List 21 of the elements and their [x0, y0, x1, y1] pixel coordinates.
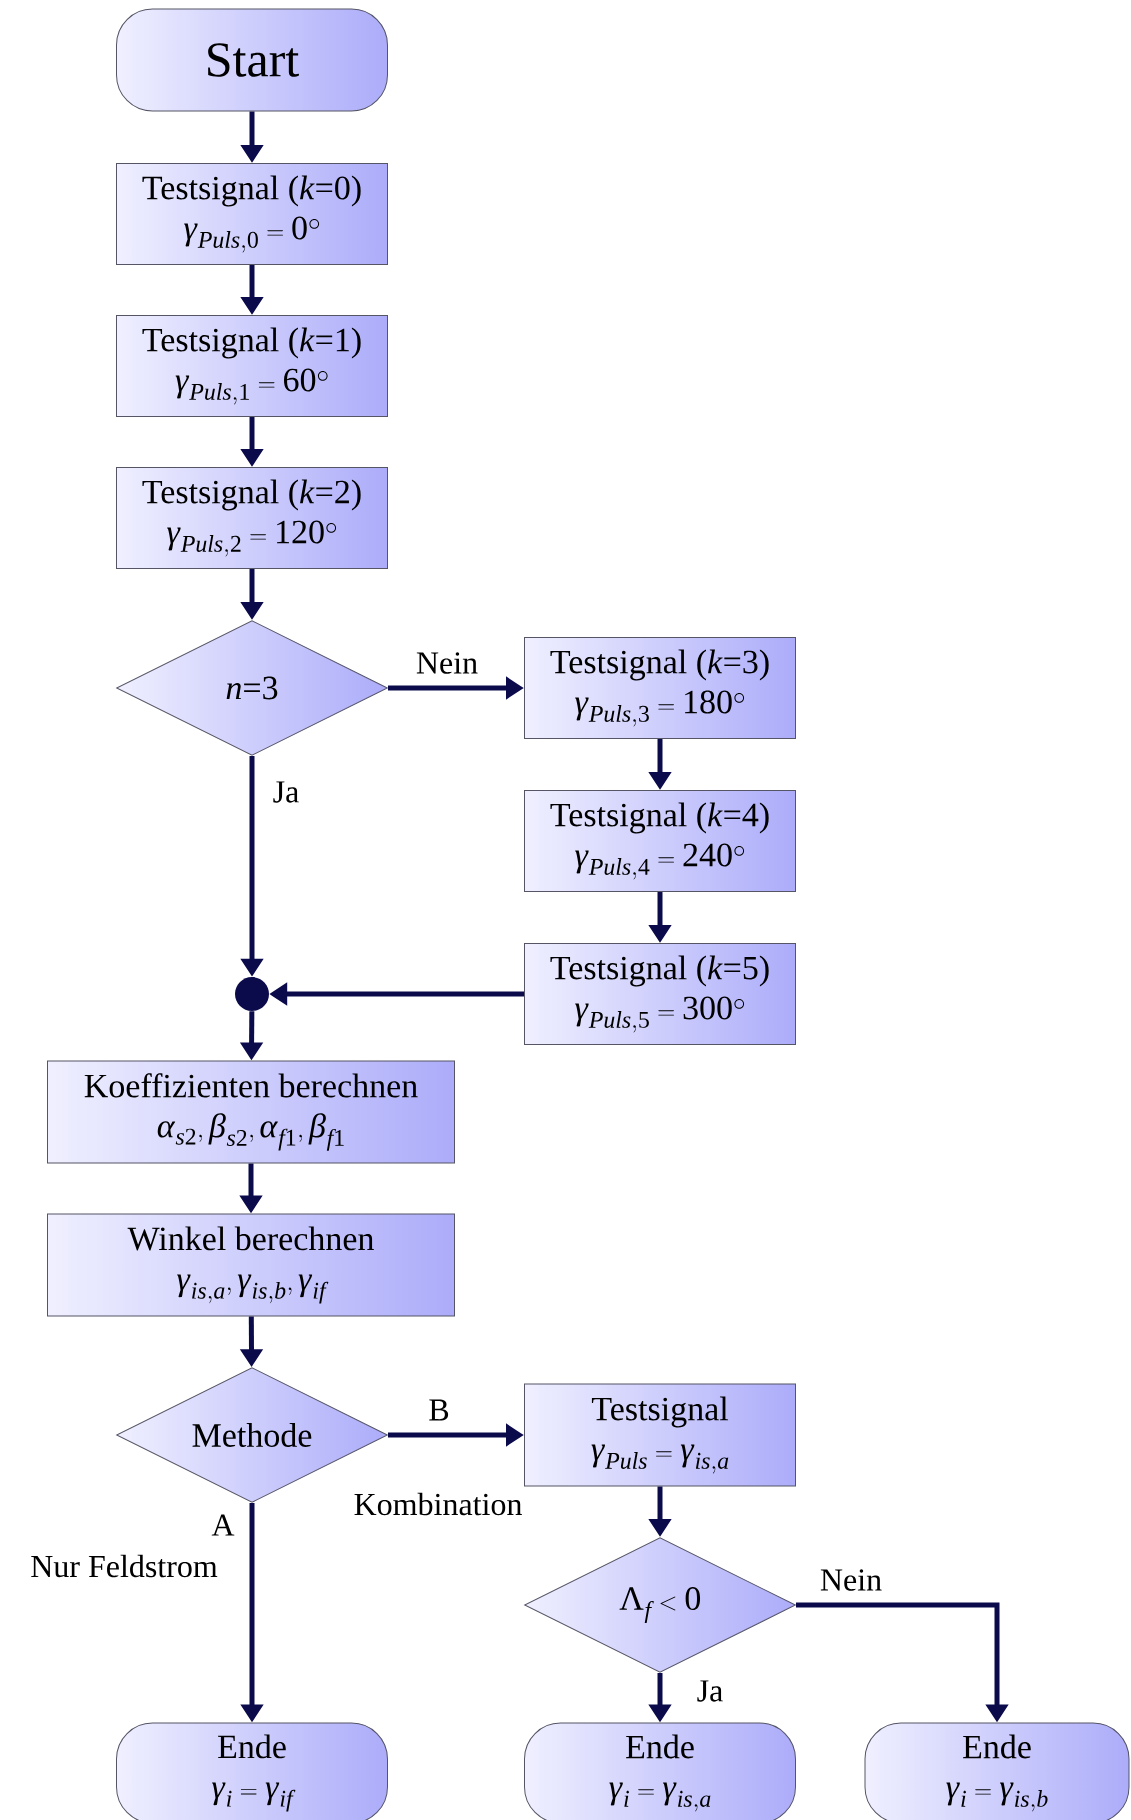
terminal-box: Ende $\gamma_{i}=\gamma_{is,a}$ [524, 1722, 796, 1820]
process-box: Winkel berechnen $\gamma_{is,a}, \gamma_{is,b}, \gamma_{if}$ [47, 1213, 455, 1317]
process-box: Testsignal (k=2) $\gamma_{Puls,2}=120^{\circ}$ [116, 467, 388, 569]
process-box: Testsignal (k=3) $\gamma_{Puls,3}=180^{\circ}$ [524, 637, 796, 739]
edge-label: Nein [818, 1568, 884, 1592]
process-box: Testsignal (k=1) $\gamma_{Puls,1}=60^{\circ}$ [116, 315, 388, 417]
process-box: Testsignal (k=4) $\gamma_{Puls,4}=240^{\circ}$ [524, 790, 796, 892]
edge-label: Ja [271, 780, 301, 804]
terminal-box: Start [116, 8, 388, 112]
junction-dot [235, 977, 269, 1011]
process-box: Testsignal $\gamma_{Puls}=\gamma_{is,a}$ [524, 1383, 796, 1487]
process-box: Testsignal (k=0) $\gamma_{Puls,0}=0^{\circ}$ [116, 163, 388, 265]
branch-label: Nur Feldstrom [29, 1553, 219, 1579]
terminal-box: Ende $\gamma_{i}=\gamma_{is,b}$ [864, 1722, 1130, 1820]
edge-label: A [210, 1513, 236, 1537]
process-box: Koeffizienten berechnen $\alpha_{s2}, \beta_{s2}, \alpha_{f1}, \beta_{f1}$ [47, 1060, 455, 1164]
terminal-box: Ende $\gamma_{i}=\gamma_{if}$ [116, 1722, 388, 1820]
edge-label: Nein [414, 651, 480, 675]
edge-label: B [427, 1398, 451, 1422]
process-box: Testsignal (k=5) $\gamma_{Puls,5}=300^{\circ}$ [524, 943, 796, 1045]
edge-label: Ja [695, 1679, 725, 1703]
